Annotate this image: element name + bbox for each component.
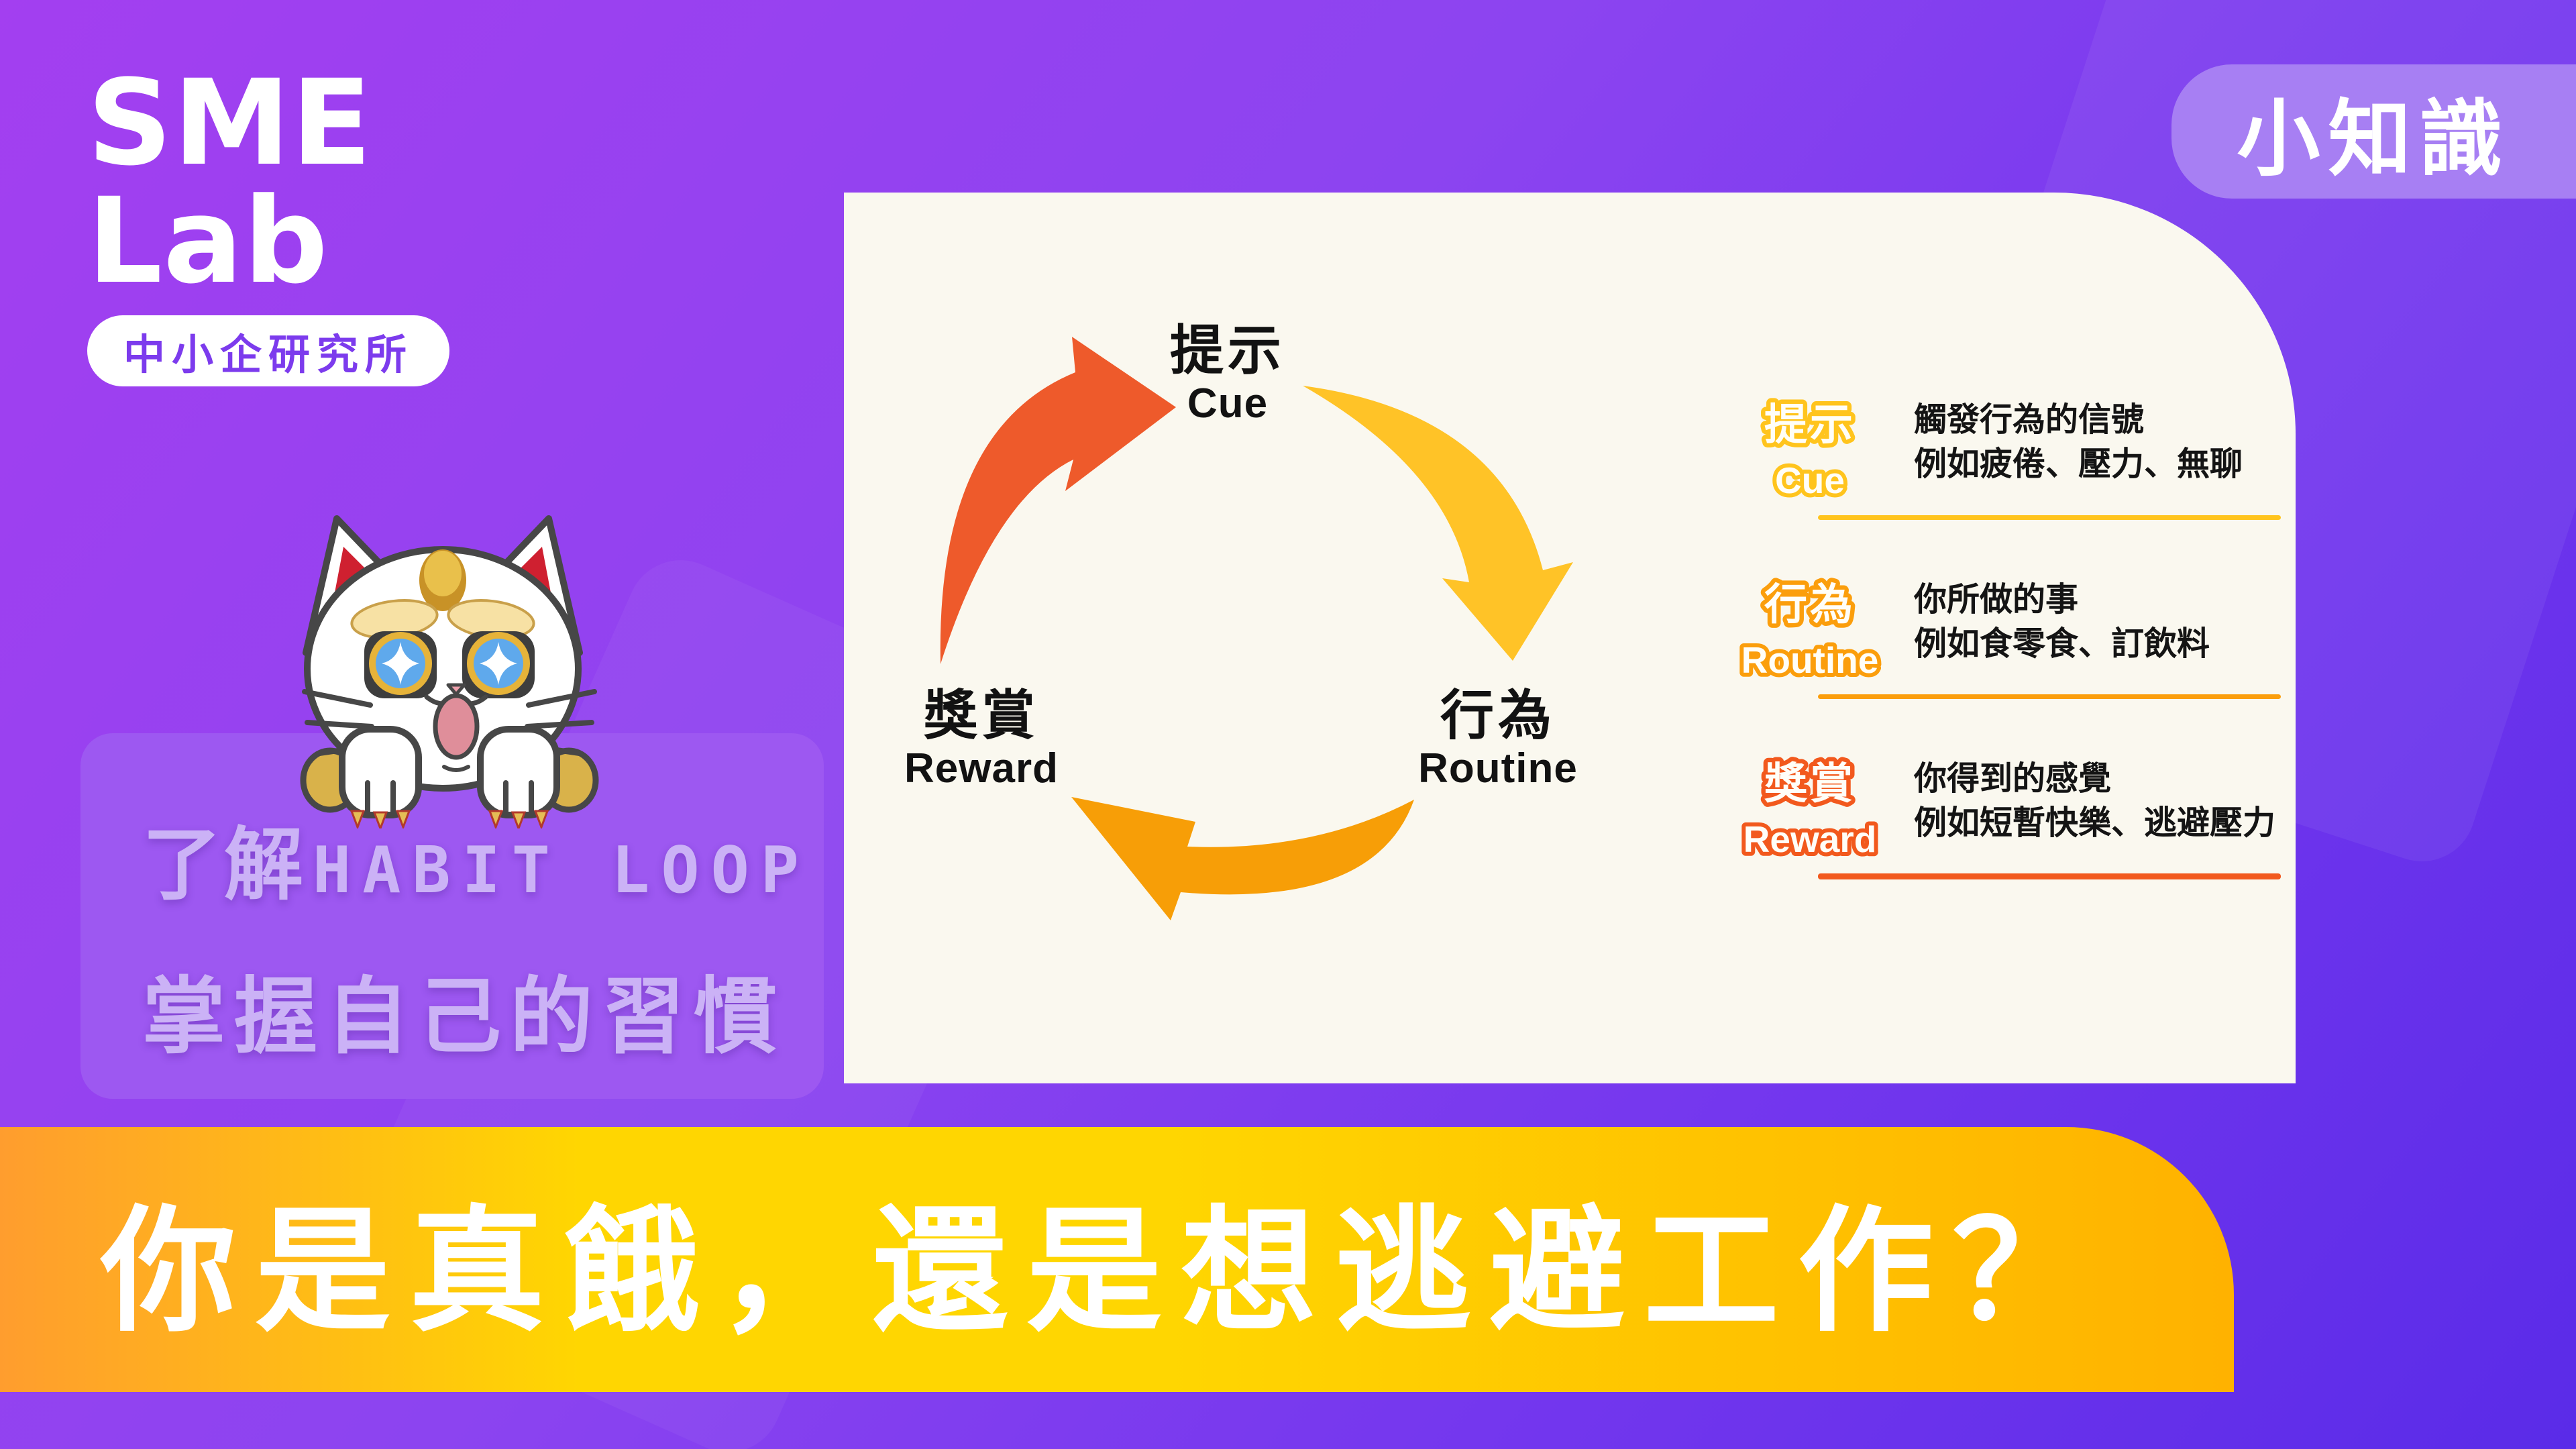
cue-underline: [1818, 515, 2281, 520]
cat-tongue: [433, 693, 480, 760]
arrow-routine-to-reward: [1071, 797, 1414, 920]
cycle-cue-zh: 提示: [1170, 321, 1285, 380]
cat-mascot-illustration: [300, 515, 599, 828]
routine-term-zh: 行為: [1764, 580, 1856, 629]
slogan-prefix: 了解: [142, 821, 307, 910]
slogan-card: 了解 HABIT LOOP 掌握自己的習慣: [80, 733, 824, 1099]
reward-term-zh: 獎賞: [1764, 759, 1856, 808]
cue-outlined-label: 提示 Cue: [1760, 396, 1858, 506]
routine-term-en: Routine: [1741, 639, 1879, 681]
cue-desc-line2: 例如疲倦、壓力、無聊: [1914, 446, 2243, 482]
routine-desc-line1: 你所做的事: [1914, 582, 2079, 618]
slogan-line2: 掌握自己的習慣: [142, 971, 786, 1063]
reward-description: 你得到的感覺 例如短暫快樂、逃避壓力: [1914, 753, 2275, 845]
cycle-reward-zh: 獎賞: [924, 686, 1039, 745]
definition-row-cue: 提示 Cue 觸發行為的信號 例如疲倦、壓力、無聊: [1726, 394, 2296, 515]
cue-desc-line1: 觸發行為的信號: [1914, 402, 2145, 438]
arrow-reward-to-cue: [940, 337, 1176, 664]
reward-term-en: Reward: [1743, 818, 1877, 860]
topic-badge: 小知識: [2171, 64, 2576, 199]
reward-underline: [1818, 873, 2281, 879]
cat-nose: [446, 683, 466, 696]
slogan-line1: 了解 HABIT LOOP: [142, 800, 824, 915]
cat-paw-right-toes: [503, 780, 534, 816]
cycle-routine-zh: 行為: [1440, 686, 1556, 745]
cue-term-en: Cue: [1775, 460, 1845, 501]
cycle-routine-en: Routine: [1418, 745, 1578, 792]
reward-desc-line2: 例如短暫快樂、逃避壓力: [1914, 805, 2276, 841]
definition-row-reward: 獎賞 Reward 你得到的感覺 例如短暫快樂、逃避壓力: [1726, 753, 2296, 873]
cat-forehead-coin-highlight: [424, 551, 462, 596]
slogan-keyword: HABIT LOOP: [313, 834, 810, 908]
cat-paw-left-toes: [365, 780, 396, 816]
cycle-node-reward: 獎賞 Reward: [844, 686, 1119, 792]
cat-eye-right-sparkle: [480, 642, 517, 685]
cat-paw-right: [477, 726, 560, 818]
arrow-cue-to-routine: [1303, 386, 1573, 661]
cat-claws-left: [350, 810, 411, 828]
cycle-cue-en: Cue: [1187, 380, 1269, 427]
brand-subtitle: 中小企研究所: [123, 332, 413, 378]
cue-term-zh: 提示: [1764, 400, 1856, 449]
cycle-node-cue: 提示 Cue: [1127, 321, 1328, 427]
topic-badge-label: 小知識: [2237, 93, 2511, 186]
routine-outlined-label: 行為 Routine: [1737, 576, 1883, 686]
cat-eye-left-sparkle: [382, 642, 419, 685]
cat-paw-left: [339, 726, 422, 818]
content-card: 提示 Cue 行為 Routine 獎賞 Reward 提示 Cue 觸發行為的…: [844, 193, 2296, 1083]
brand-subtitle-pill: 中小企研究所: [87, 315, 449, 386]
habit-loop-diagram: [940, 337, 1573, 920]
cat-chin-line: [442, 765, 470, 772]
cycle-reward-en: Reward: [904, 745, 1059, 792]
brand-logo: SME Lab 中小企研究所: [87, 64, 463, 386]
definition-row-routine: 行為 Routine 你所做的事 例如食零食、訂飲料: [1726, 574, 2296, 694]
routine-underline: [1818, 694, 2281, 699]
reward-outlined-label: 獎賞 Reward: [1739, 755, 1881, 865]
brand-name: SME Lab: [87, 54, 373, 310]
cue-description: 觸發行為的信號 例如疲倦、壓力、無聊: [1914, 394, 2243, 486]
cycle-node-routine: 行為 Routine: [1360, 686, 1635, 792]
reward-desc-line1: 你得到的感覺: [1914, 761, 2112, 797]
headline-text: 你是真餓，還是想逃避工作？: [101, 1195, 2106, 1347]
cat-claws-right: [488, 810, 549, 828]
routine-description: 你所做的事 例如食零食、訂飲料: [1914, 574, 2210, 666]
headline-banner: 你是真餓，還是想逃避工作？: [0, 1127, 2234, 1392]
routine-desc-line2: 例如食零食、訂飲料: [1914, 626, 2210, 662]
